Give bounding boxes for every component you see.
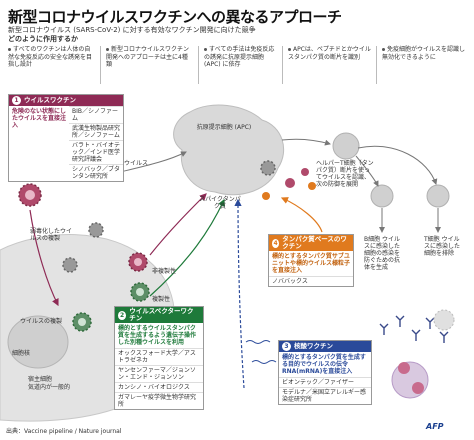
box-header: 4 タンパク質ベースのワクチン <box>269 235 353 251</box>
note-3: すべての手法は免疫反応の誘発に抗原提示細胞 (APC) に依存 <box>204 46 275 69</box>
institution: ヤンセンファーマ／ジョンソン・エンド・ジョンソン <box>115 365 203 382</box>
helper-t-label: ヘルパーT細胞（タンパク質）断片を使ってウイルスを認識、次の防御を展開 <box>316 160 374 188</box>
note-1: すべてのワクチンは人体の自然な免疫反応の安全な誘発を目指し設計 <box>8 46 93 69</box>
bullet-icon <box>382 48 385 51</box>
weakened-label: 弱毒化したウイルスの複製 <box>30 228 73 242</box>
arrow-vector <box>149 198 225 297</box>
nucleus-shape <box>7 315 69 369</box>
box-title: 核酸ワクチン <box>294 342 333 350</box>
source-footer: 出典：Vaccine pipeline / Nature journal <box>6 428 122 435</box>
institution: ビオンテック／ファイザー <box>279 377 371 387</box>
nucleus-label: 細胞核 <box>12 350 31 357</box>
box-description: 標的とするタンパク質サブユニットや標的ウイルス様粒子を直接注入 <box>272 253 351 274</box>
subtitle-line-1: 新型コロナウイルス (SARS-CoV-2) に対する有効なワクチン開発に向けた… <box>8 26 256 34</box>
institution: BIB／シノファーム <box>69 106 123 123</box>
note-4: APCは、ペプチドとかウイルスタンパク質の断片を識別 <box>288 46 371 61</box>
divider <box>282 46 283 84</box>
box-title: ウイルスベクターワクチン <box>129 307 194 322</box>
box-header: 2 ウイルスベクターワクチン <box>115 307 203 323</box>
mrna-strand <box>245 340 271 344</box>
institution: ノババックス <box>269 276 353 286</box>
box-protein-vaccine: 4 タンパク質ベースのワクチン 標的とするタンパク質サブユニットや標的ウイルス様… <box>268 234 354 287</box>
t-cell-shape <box>426 184 450 208</box>
non-replicating-label: 非複製性 <box>152 268 177 275</box>
killed-cell-shape <box>433 309 455 331</box>
institution-list: BIB／シノファーム 武漢生物製品研究所／シノファーム バラト・バイオテック／イ… <box>69 106 123 181</box>
institution: シノバック／ブタンタン研究所 <box>69 164 123 181</box>
box-virus-vaccine: 1 ウイルスワクチン 危険のない状態にしたウイルスを直接注入 BIB／シノファー… <box>8 94 124 182</box>
arrow-apc-to-helper <box>281 138 331 146</box>
mrna-strand <box>251 360 277 364</box>
box-title: タンパク質ベースのワクチン <box>282 235 347 250</box>
b-cell-label: B細胞 ウイルスに感染した細胞の感染を防ぐための抗体を生成 <box>364 236 401 271</box>
apc-label: 抗原提示細胞 (APC) <box>196 124 252 131</box>
arrow-replication <box>149 193 207 256</box>
afp-logo: AFP <box>426 422 444 431</box>
arrow-helper-to-b <box>355 155 379 187</box>
spike-label: スパイクタンパク質 <box>199 196 241 210</box>
infected-cell-shape <box>391 361 429 399</box>
institution: オックスフォード大学／アストラゼネカ <box>115 348 203 365</box>
box-viral-vector-vaccine: 2 ウイルスベクターワクチン 標的とするウイルスタンパク質を生成するよう遺伝子操… <box>114 306 204 410</box>
apc-shape <box>173 104 285 196</box>
t-cell-label: T細胞 ウイルスに感染した細胞を排除 <box>424 236 461 257</box>
box-number: 1 <box>12 96 21 105</box>
institution: モデルナ／米国立アレルギー感染症研究所 <box>279 387 371 404</box>
divider <box>100 46 101 84</box>
arrow-inactivated <box>119 151 187 173</box>
b-cell-shape <box>370 184 394 208</box>
box-number: 4 <box>272 238 280 248</box>
bullet-icon <box>8 48 11 51</box>
box-description: 危険のない状態にしたウイルスを直接注入 <box>12 108 67 129</box>
note-5: 免疫細胞がウイルスを認識し無効化できるように <box>382 46 466 61</box>
bullet-icon <box>204 48 207 51</box>
arrow-nucleic <box>234 198 245 389</box>
box-description: 標的とするウイルスタンパク質を生成するよう遺伝子操作した別種ウイルスを利用 <box>118 325 197 346</box>
box-number: 2 <box>118 310 127 320</box>
box-header: 3 核酸ワクチン <box>279 341 371 352</box>
bullet-icon <box>288 48 291 51</box>
divider <box>376 46 377 84</box>
box-header: 1 ウイルスワクチン <box>9 95 123 106</box>
antibodies <box>379 315 449 343</box>
institution: バラト・バイオテック／インド医学研究評議会 <box>69 140 123 164</box>
note-2: 新型コロナウイルスワクチン開発へのアプローチは主に4種類 <box>106 46 190 69</box>
arrow-protein <box>280 197 323 233</box>
institution: カンシノ・バイオロジクス <box>115 382 203 392</box>
bullet-icon <box>106 48 109 51</box>
box-number: 3 <box>282 342 291 351</box>
institution: ガマレーヤ疫学微生物学研究所 <box>115 392 203 409</box>
subtitle: 新型コロナウイルス (SARS-CoV-2) に対する有効なワクチン開発に向けた… <box>8 26 388 44</box>
arrow-weakened <box>29 209 59 307</box>
divider <box>198 46 199 84</box>
box-title: ウイルスワクチン <box>24 96 76 104</box>
replicating-label: 複製性 <box>152 296 171 303</box>
host-cell-sub-label: 気道内が一般的 <box>28 384 71 391</box>
arrow-helper-to-t <box>357 145 438 185</box>
subtitle-line-2: どのように作用するか <box>8 35 78 43</box>
virus-particles <box>18 160 316 332</box>
box-nucleic-acid-vaccine: 3 核酸ワクチン 標的とするタンパク質を生成する目的でウイルスの伝令RNA(mR… <box>278 340 372 405</box>
virus-replication-label: ウイルスの複製 <box>20 318 63 325</box>
box-description: 標的とするタンパク質を生成する目的でウイルスの伝令RNA(mRNA)を直接注入 <box>282 354 366 375</box>
helper-t-cell-shape <box>332 132 360 160</box>
institution: 武漢生物製品研究所／シノファーム <box>69 123 123 140</box>
host-cell-label: 宿主細胞 <box>28 376 53 383</box>
page-title: 新型コロナウイルスワクチンへの異なるアプローチ <box>8 8 342 26</box>
